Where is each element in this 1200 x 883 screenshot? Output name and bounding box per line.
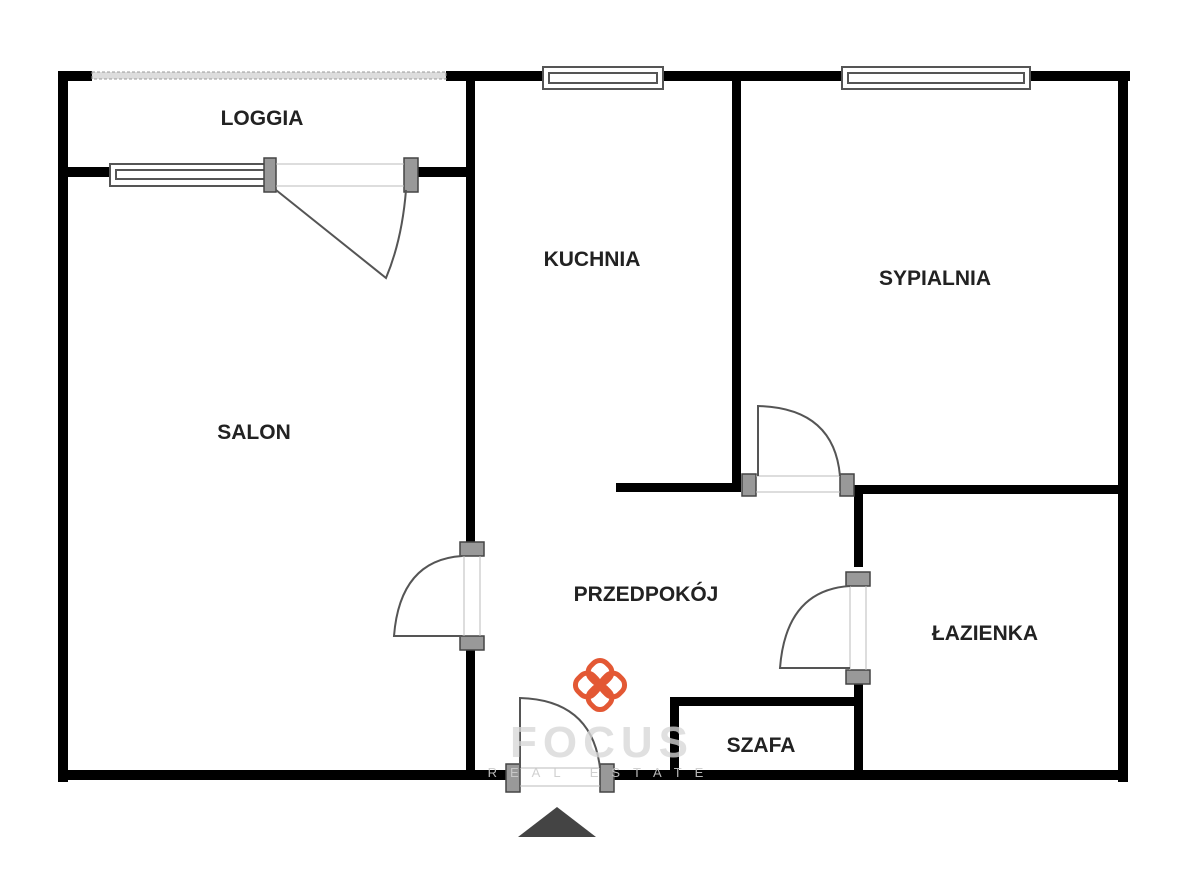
entrance-door	[505, 696, 615, 793]
bathroom-door	[778, 571, 871, 685]
kitchen-window	[542, 66, 664, 90]
salon-door	[392, 541, 485, 651]
room-label-kuchnia: KUCHNIA	[544, 248, 641, 271]
logo-name: FOCUS	[510, 718, 694, 767]
walls	[58, 71, 1130, 782]
loggia-door	[263, 157, 419, 280]
room-label-szafa: SZAFA	[727, 734, 796, 757]
focus-logo: FOCUS REAL ESTATE	[488, 657, 717, 780]
room-label-lazienka: ŁAZIENKA	[932, 622, 1038, 645]
entrance-arrow-icon	[518, 807, 596, 837]
loggia-glazing	[91, 71, 447, 80]
room-label-loggia: LOGGIA	[221, 107, 304, 130]
logo-tagline: REAL ESTATE	[488, 765, 717, 780]
room-label-sypialnia: SYPIALNIA	[879, 267, 991, 290]
bedroom-door	[741, 404, 855, 497]
loggia-window	[109, 163, 271, 187]
bedroom-window	[841, 66, 1031, 90]
focus-knot-icon	[572, 657, 628, 713]
room-label-salon: SALON	[217, 421, 291, 444]
room-label-przedpokoj: PRZEDPOKÓJ	[574, 582, 719, 606]
